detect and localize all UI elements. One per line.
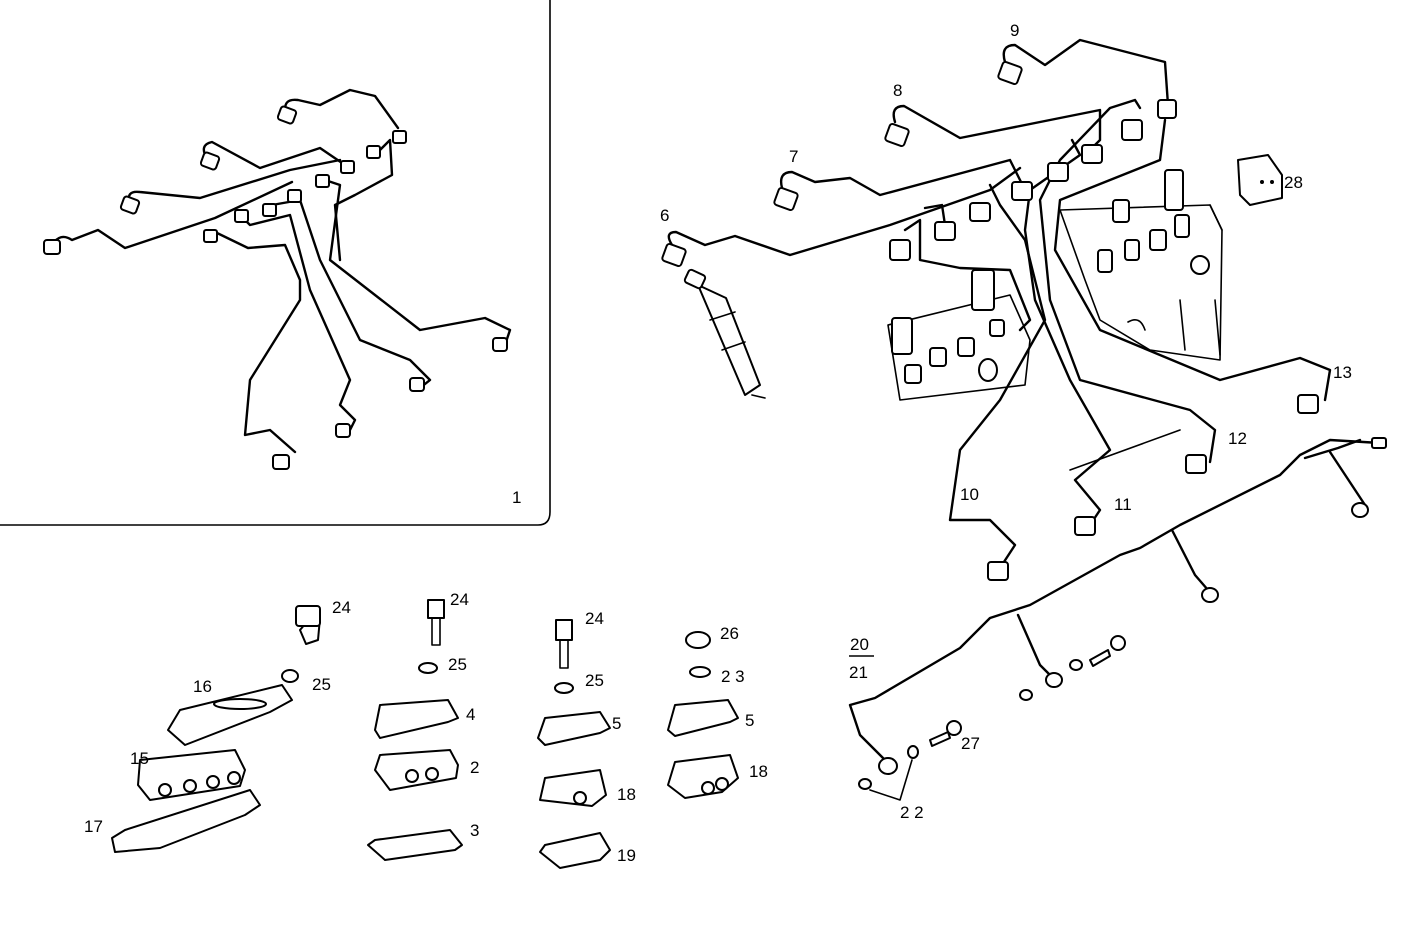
label-18-b: 18 [749,762,768,781]
label-12: 12 [1228,429,1247,448]
label-11: 11 [1114,495,1132,514]
label-5-a: 5 [612,714,621,733]
label-28: 28 [1284,173,1303,192]
clamp-column-4 [667,631,739,799]
label-24-b: 24 [450,590,469,609]
injection-pipe-set [43,88,512,470]
label-8: 8 [893,81,902,100]
label-16: 16 [193,677,212,696]
label-26: 26 [720,624,739,643]
label-25-b: 25 [448,655,467,674]
label-23: 2 3 [721,667,745,686]
label-25-c: 25 [585,671,604,690]
label-19: 19 [617,846,636,865]
label-18-a: 18 [617,785,636,804]
label-13: 13 [1333,363,1352,382]
label-21: 21 [849,663,868,682]
kit-frame [0,0,551,526]
label-27: 27 [961,734,980,753]
cap-28 [1237,154,1283,206]
label-20: 20 [850,635,869,654]
label-10: 10 [960,485,979,504]
clamp-column-2 [367,599,463,861]
label-4: 4 [466,705,475,724]
label-7: 7 [789,147,798,166]
pump-body [887,169,1223,401]
label-3: 3 [470,821,479,840]
injector-nozzle [683,268,766,399]
label-9: 9 [1010,21,1019,40]
label-25-a: 25 [312,675,331,694]
clamp-column-3 [537,619,611,869]
label-5-b: 5 [745,711,754,730]
label-15: 15 [130,749,149,768]
clamp-16-group [111,605,321,853]
callout-labels: 1 2 3 4 5 5 6 7 8 9 10 11 12 13 15 16 17… [84,21,1352,865]
label-22: 2 2 [900,803,924,822]
label-17: 17 [84,817,103,836]
label-24-a: 24 [332,598,351,617]
leak-off-line [848,437,1387,775]
label-6: 6 [660,206,669,225]
label-1: 1 [512,488,521,507]
washers-bolts [858,635,1126,801]
label-2: 2 [470,758,479,777]
label-24-c: 24 [585,609,604,628]
pressure-pipes [661,38,1332,581]
